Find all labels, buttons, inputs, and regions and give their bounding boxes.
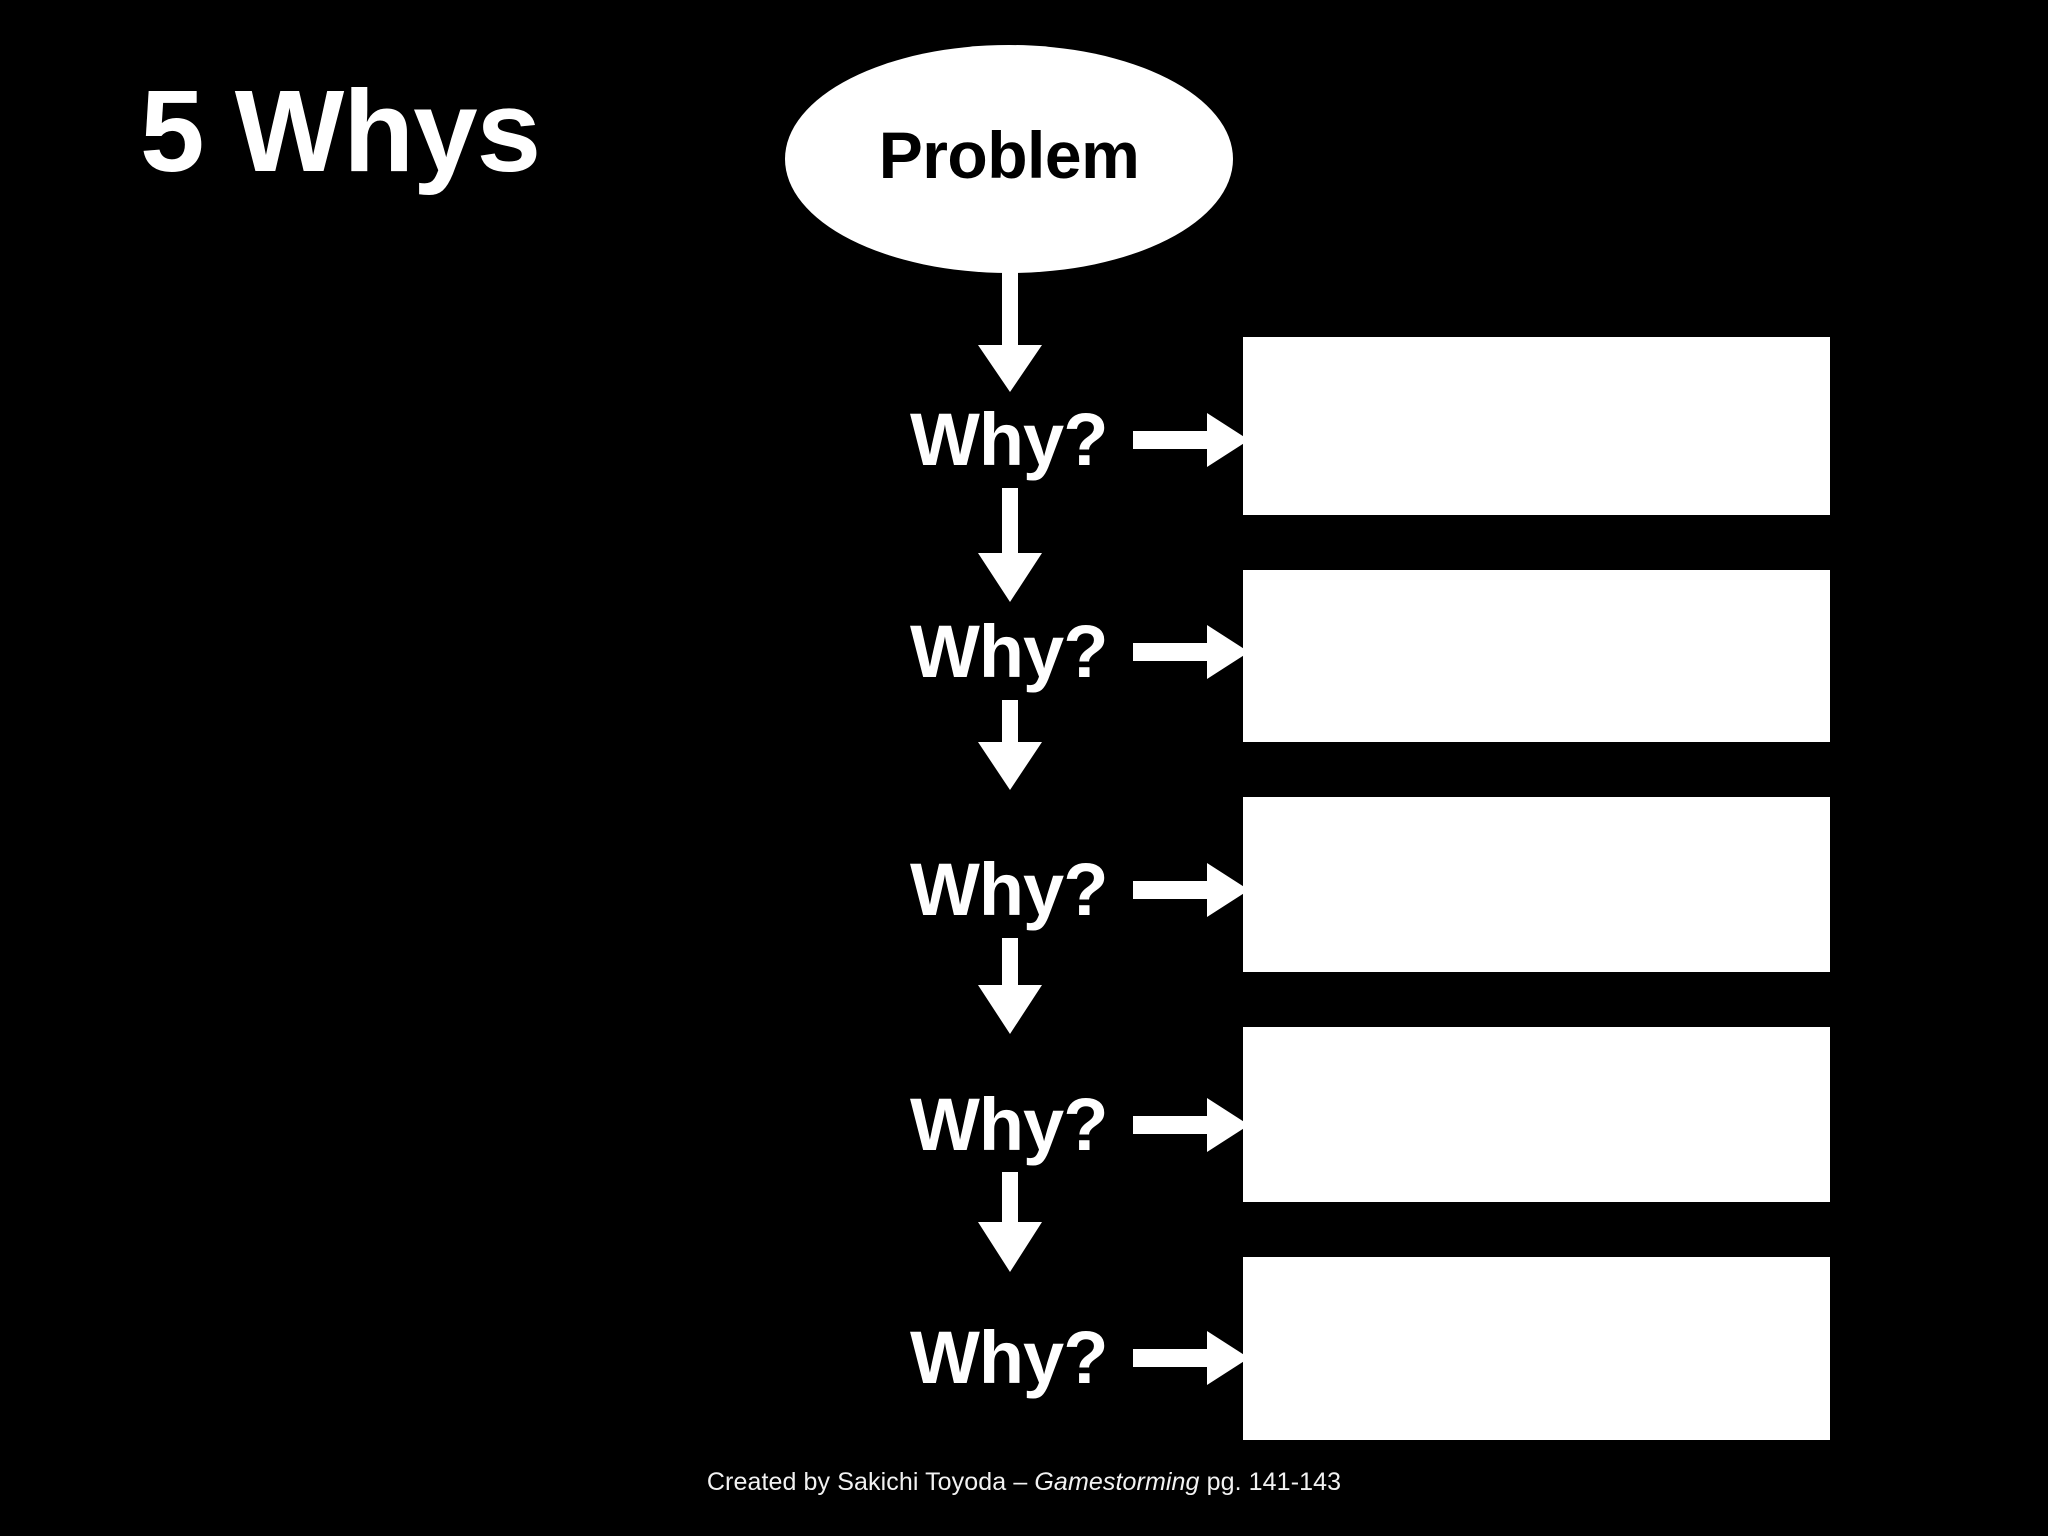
why-label-4: Why?: [910, 1083, 1108, 1166]
why-label-3: Why?: [910, 848, 1108, 931]
answer-box-1[interactable]: [1243, 337, 1830, 515]
answer-box-3[interactable]: [1243, 797, 1830, 972]
why-row-1: Why?: [910, 395, 1250, 485]
footer-credit: Created by Sakichi Toyoda – Gamestorming…: [0, 1468, 2048, 1497]
arrow-right-icon-5: [1133, 1331, 1250, 1385]
why-row-5: Why?: [910, 1313, 1250, 1403]
why-row-2: Why?: [910, 607, 1250, 697]
why-label-1: Why?: [910, 398, 1108, 481]
arrow-right-icon-2: [1133, 625, 1250, 679]
footer-credit-suffix: pg. 141-143: [1199, 1468, 1342, 1496]
why-label-2: Why?: [910, 610, 1108, 693]
why-label-5: Why?: [910, 1316, 1108, 1399]
answer-box-5[interactable]: [1243, 1257, 1830, 1440]
arrow-right-icon-3: [1133, 863, 1250, 917]
answer-box-4[interactable]: [1243, 1027, 1830, 1202]
why-row-3: Why?: [910, 845, 1250, 935]
why-row-4: Why?: [910, 1080, 1250, 1170]
page-title: 5 Whys: [140, 66, 541, 196]
arrow-right-icon-4: [1133, 1098, 1250, 1152]
footer-credit-prefix: Created by Sakichi Toyoda –: [706, 1468, 1035, 1496]
footer-credit-book-title: Gamestorming: [1034, 1468, 1200, 1496]
answer-box-2[interactable]: [1243, 570, 1830, 742]
problem-label: Problem: [878, 118, 1140, 192]
arrow-right-icon-1: [1133, 413, 1250, 467]
problem-node[interactable]: Problem: [785, 45, 1233, 273]
